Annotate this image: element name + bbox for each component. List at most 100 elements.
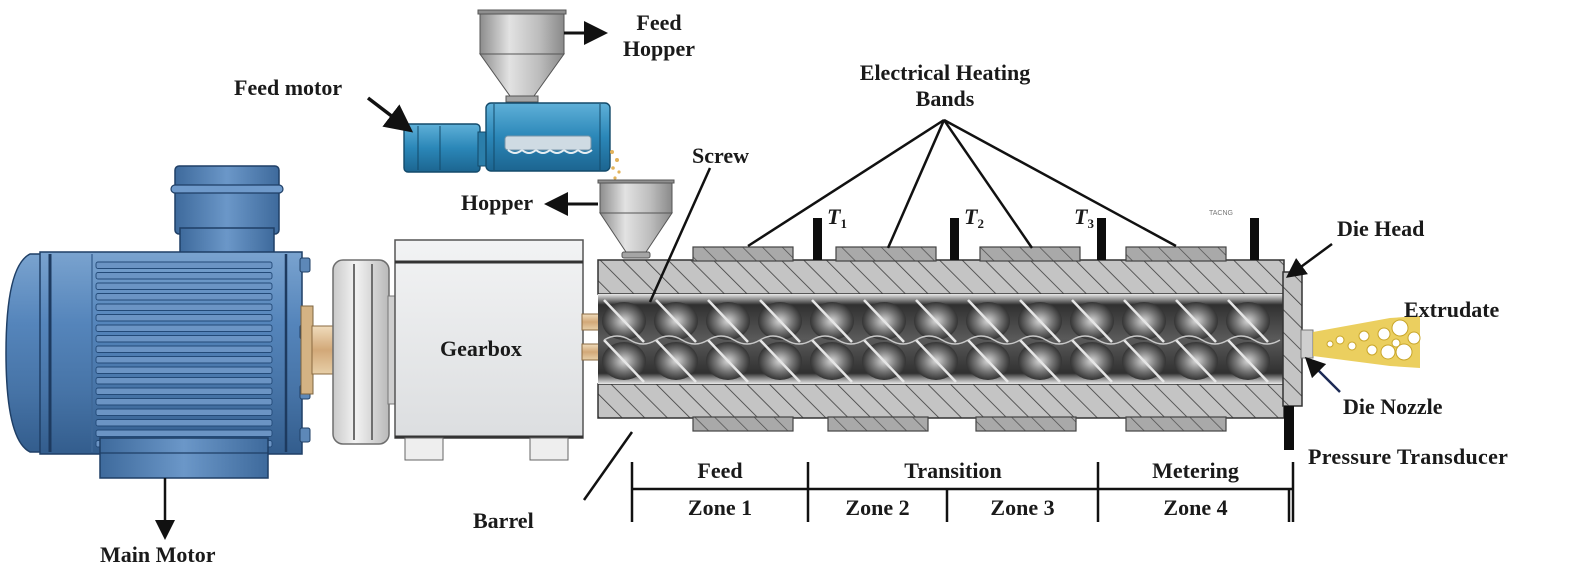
barrel-label: Barrel [473, 508, 534, 533]
feed-motor-label: Feed motor [234, 75, 343, 100]
die-head-label: Die Head [1337, 216, 1425, 241]
extrudate-bubble [1407, 331, 1421, 345]
screw-flight-edge [915, 299, 957, 343]
screw-mesh-line [1071, 335, 1125, 345]
heating-band-top [835, 246, 937, 262]
screw-flight-edge [1071, 339, 1113, 383]
screw-mesh-line [603, 335, 657, 345]
screw-flights [602, 299, 1281, 383]
extrudate-bubble [1391, 338, 1401, 348]
die-head-leader [1285, 242, 1333, 278]
motor-fin [95, 398, 273, 406]
extrudate-bubble [1347, 341, 1357, 351]
motor-fin [95, 429, 273, 437]
screw-mesh-line [915, 335, 969, 345]
screw-mesh-line [811, 335, 865, 345]
heating-leader-4 [943, 118, 1177, 248]
zone-label-1: Zone 1 [687, 495, 753, 520]
feed-motor [403, 123, 489, 173]
motor-fin [95, 314, 273, 322]
hopper [597, 179, 675, 259]
heating-band-top [692, 246, 794, 262]
motor-fin [95, 419, 273, 427]
zone-scale [630, 462, 1295, 522]
heating-bands-label: Electrical Heating Bands [830, 62, 1060, 110]
screw-mesh-line [1123, 335, 1177, 345]
screw-mesh-line [707, 335, 761, 345]
heating-band-top [1125, 246, 1227, 262]
gearbox [394, 239, 584, 461]
motor-fin [95, 366, 273, 374]
extrudate-bubble [1358, 330, 1370, 342]
heating-bands [692, 246, 1227, 432]
thermocouple-probe-1 [813, 218, 822, 260]
screw-flight-edge [1175, 339, 1217, 383]
heating-band-bottom [827, 416, 929, 432]
screw-mesh-line [1019, 335, 1073, 345]
thermocouple-probes [813, 218, 1259, 260]
screw-flight-edge [811, 339, 853, 383]
gearbox-label: Gearbox [440, 336, 522, 361]
motor-fin [95, 293, 273, 301]
screw-flight-edge [1019, 299, 1061, 343]
motor-fin [95, 261, 273, 269]
feed-motor-leader [366, 96, 414, 133]
screw-flight-edge [603, 339, 645, 383]
feeder-screw-housing [485, 102, 611, 172]
screw-flight-edge [863, 299, 905, 343]
zone-label-2: Zone 2 [845, 495, 910, 520]
heating-leader-1 [747, 118, 945, 248]
section-label-feed: Feed [697, 458, 743, 483]
screw-flight-edge [759, 339, 801, 383]
thermocouple-subscript: 1 [840, 216, 847, 231]
heating-band-bottom [975, 416, 1077, 432]
screw-mesh-line [967, 335, 1021, 345]
motor-fin [95, 408, 273, 416]
motor-shaft [311, 325, 335, 375]
pressure-transducer [1284, 406, 1294, 450]
extrudate-bubble [1326, 340, 1334, 348]
heating-bands-label-line1: Electrical Heating [859, 60, 1031, 85]
feed-hopper-label-line1: Feed [636, 10, 682, 35]
main-motor [5, 165, 314, 479]
screw-flight-edge [1019, 339, 1061, 383]
die-nozzle [1300, 329, 1314, 359]
zone-label-3: Zone 3 [990, 495, 1055, 520]
heating-leader-3 [942, 119, 1034, 249]
screw-flight-edge [655, 339, 697, 383]
hopper-label: Hopper [461, 190, 534, 215]
extrudate-bubble [1395, 343, 1413, 361]
screw-flight-edge [967, 339, 1009, 383]
thermocouple-symbol: T [1074, 204, 1088, 229]
thermocouple-label-1: T1 [827, 206, 847, 231]
screw-flight-edge [655, 299, 697, 343]
screw-label: Screw [692, 143, 750, 168]
screw-flight-edge [707, 339, 749, 383]
thermocouple-label-3: T3 [1074, 204, 1094, 231]
screw-mesh-line [1227, 335, 1281, 345]
screw-mesh-line [655, 335, 709, 345]
motor-fin [95, 303, 273, 311]
heating-leader-2 [886, 119, 946, 249]
heating-band-bottom [1125, 416, 1227, 432]
screw-mesh-line [863, 335, 917, 345]
screw-mesh-line [759, 335, 813, 345]
screw-flight-edge [1175, 299, 1217, 343]
motor-fin [95, 377, 273, 385]
section-label-transition: Transition [904, 458, 1002, 483]
motor-terminal-ring [170, 184, 284, 194]
screw-flight-edge [707, 299, 749, 343]
coupling [332, 259, 397, 445]
screw-flight-edge [603, 299, 645, 343]
leader-lines [155, 118, 1341, 540]
extrudate-bubble [1391, 319, 1409, 337]
gearbox-output-shaft-upper [581, 313, 601, 331]
thermocouple-probe-2 [950, 218, 959, 260]
twin-screw [598, 294, 1284, 384]
screw-mesh-line [1175, 335, 1229, 345]
thermocouple-subscript: 2 [977, 216, 984, 231]
pressure-transducer-label: Pressure Transducer [1308, 444, 1509, 469]
motor-cooling-fins [95, 261, 273, 448]
screw-flight-edge [1227, 339, 1269, 383]
